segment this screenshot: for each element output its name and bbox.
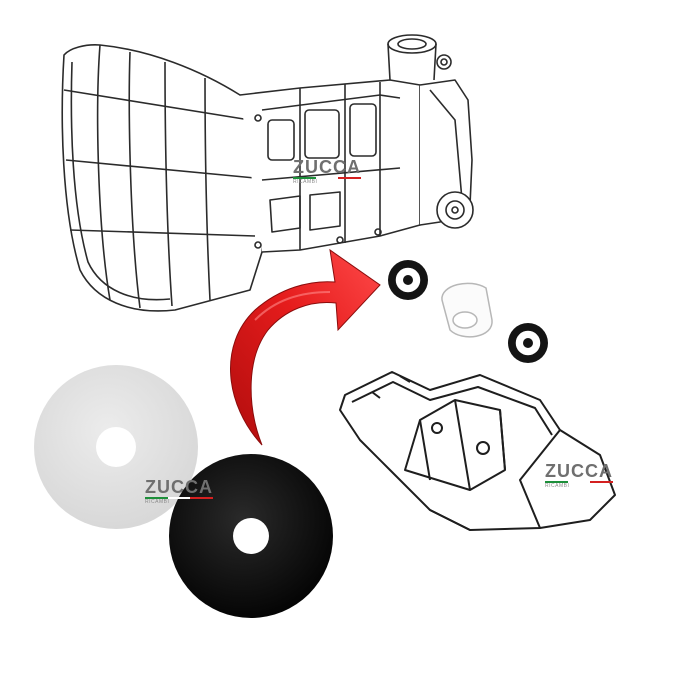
watermark-sub: RICAMBI: [545, 483, 570, 489]
watermark-left: ZUCCA RICAMBI: [145, 477, 214, 505]
watermark-name: ZUCCA: [293, 157, 361, 177]
flag-stripe: [145, 497, 214, 499]
gearbox-drawing: [61, 34, 474, 312]
washer-large-dark: [169, 454, 333, 618]
rubber-bushing-ghost: [441, 282, 493, 338]
watermark-sub: RICAMBI: [145, 499, 170, 505]
flag-stripe: [293, 177, 362, 179]
watermark-sub: RICAMBI: [293, 179, 318, 185]
watermark-name: ZUCCA: [145, 477, 213, 497]
mount-bracket-drawing: [339, 371, 616, 531]
watermark-top: ZUCCA RICAMBI: [293, 157, 362, 185]
washer-small-upper: [388, 260, 428, 300]
curved-red-arrow-icon: [230, 248, 381, 446]
flag-stripe: [545, 481, 614, 483]
washer-small-lower: [508, 323, 548, 363]
watermark-name: ZUCCA: [545, 461, 613, 481]
washer-large-light: [34, 365, 198, 529]
watermark-right: ZUCCA RICAMBI: [545, 461, 614, 489]
